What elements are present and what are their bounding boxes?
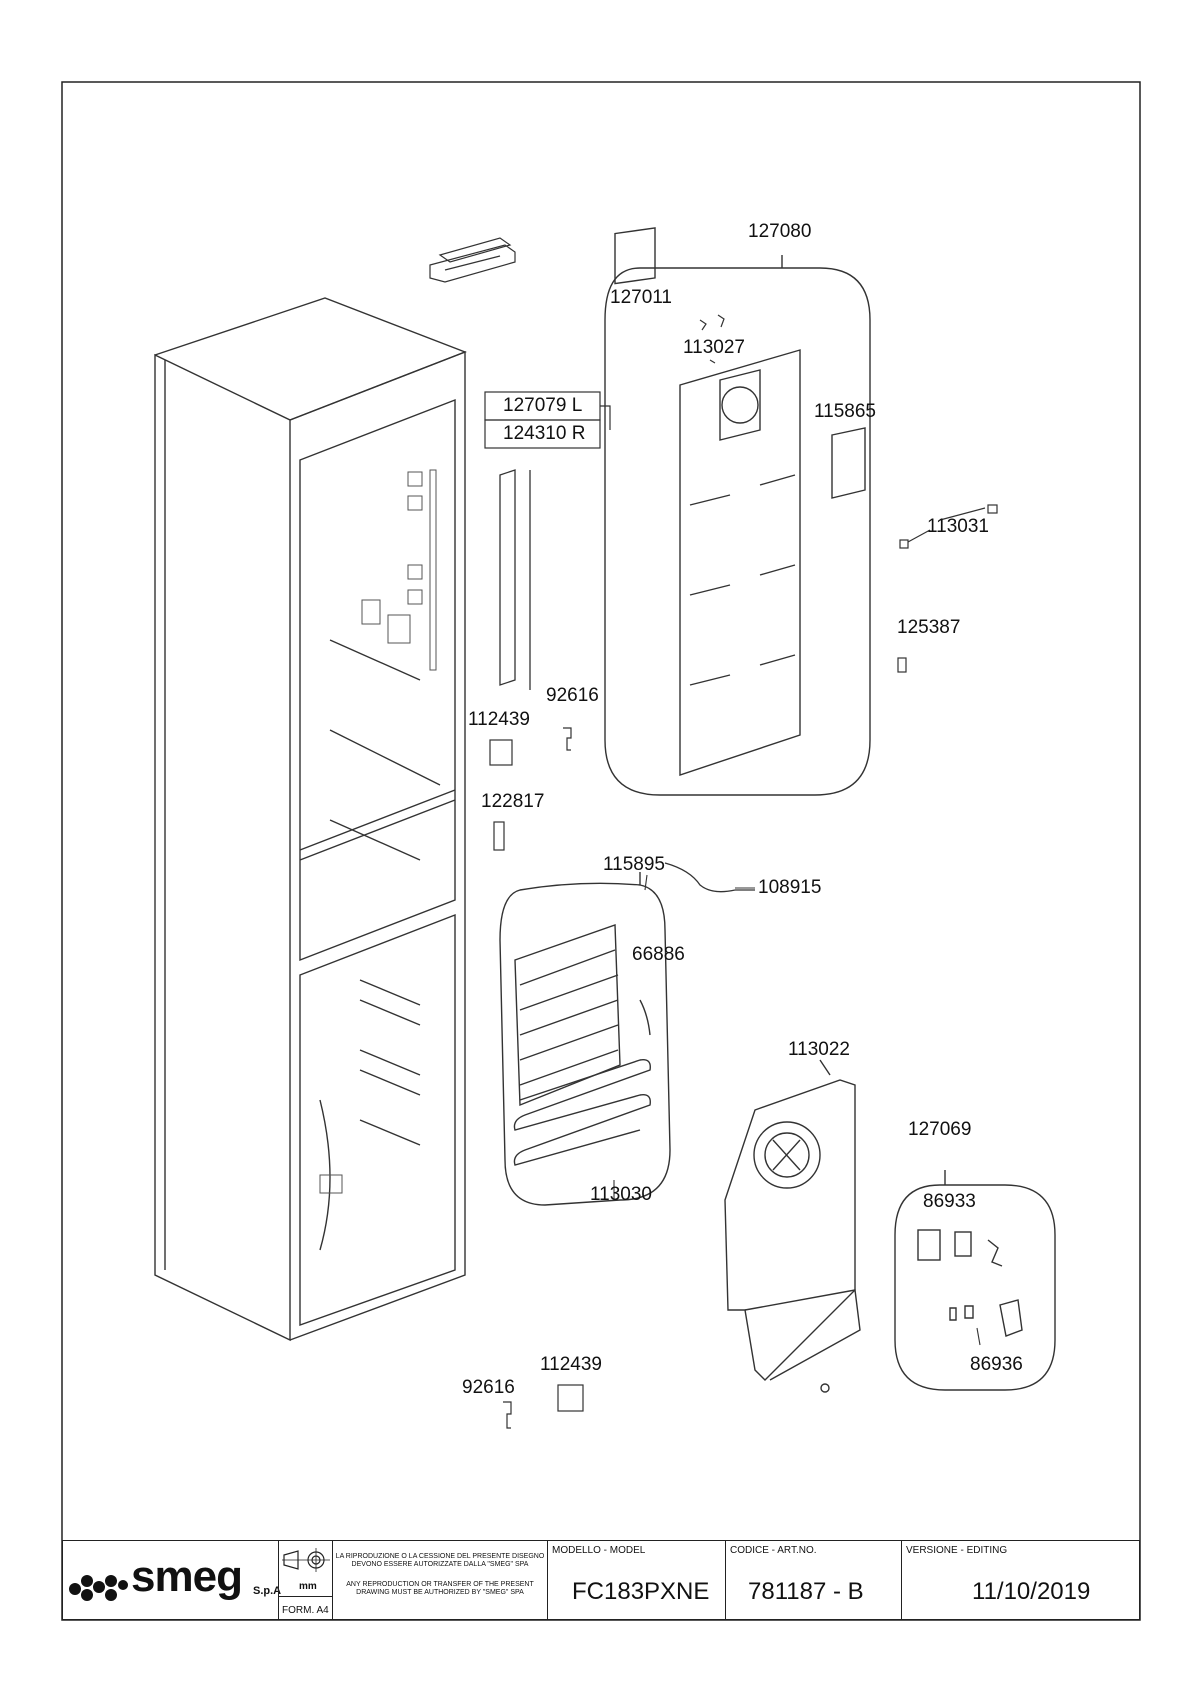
model-cell: MODELLO - MODEL FC183PXNE bbox=[547, 1541, 725, 1619]
drawing-border bbox=[61, 81, 1141, 1621]
model-label: MODELLO - MODEL bbox=[552, 1545, 646, 1556]
part-label: 127011 bbox=[610, 287, 672, 308]
part-id: 124310 bbox=[503, 423, 567, 444]
fan-cover-drawing bbox=[724, 1059, 861, 1393]
part-side: L bbox=[571, 395, 583, 416]
version-cell: VERSIONE - EDITING 11/10/2019 bbox=[901, 1541, 1139, 1619]
small-clips bbox=[489, 314, 998, 1429]
brand-name: smeg bbox=[131, 1552, 243, 1601]
title-block: smeg S.p.A mm FORM. A4 LA RIPRODUZIONE O… bbox=[62, 1540, 1140, 1620]
notice-cell: LA RIPRODUZIONE O LA CESSIONE DEL PRESEN… bbox=[332, 1541, 547, 1619]
notice-italian: LA RIPRODUZIONE O LA CESSIONE DEL PRESEN… bbox=[335, 1553, 545, 1568]
part-id: 127079 bbox=[503, 395, 567, 416]
part-label: 127080 bbox=[748, 221, 812, 242]
part-label: 108915 bbox=[758, 877, 822, 898]
part-label: 124310 R bbox=[503, 424, 585, 444]
rear-panel-group bbox=[604, 227, 871, 796]
format-label: FORM. A4 bbox=[282, 1605, 329, 1616]
part-label: 125387 bbox=[897, 617, 961, 638]
unit-label: mm bbox=[299, 1581, 317, 1592]
projection-symbol-icon bbox=[282, 1548, 330, 1572]
brand-logo: smeg S.p.A bbox=[63, 1541, 282, 1619]
part-side: R bbox=[571, 423, 586, 444]
part-label: 113022 bbox=[788, 1039, 850, 1060]
part-label: 127069 bbox=[908, 1119, 972, 1140]
sensor-wire bbox=[664, 862, 755, 893]
cabinet-interior-details bbox=[319, 469, 437, 1194]
part-label: 115865 bbox=[814, 401, 876, 422]
control-group bbox=[894, 1170, 1056, 1391]
brand-suffix: S.p.A bbox=[253, 1585, 282, 1597]
code-cell: CODICE - ART.NO. 781187 - B bbox=[725, 1541, 901, 1619]
cabinet-drawing bbox=[154, 297, 467, 1342]
part-label: 113027 bbox=[683, 337, 745, 358]
part-label: 86936 bbox=[970, 1354, 1023, 1375]
format-row: FORM. A4 bbox=[279, 1596, 332, 1621]
part-label: 66886 bbox=[632, 944, 685, 965]
brand-dots-icon bbox=[69, 1575, 128, 1601]
notice-english: ANY REPRODUCTION OR TRANSFER OF THE PRES… bbox=[346, 1581, 534, 1596]
part-label: 86933 bbox=[923, 1191, 976, 1212]
code-value: 781187 - B bbox=[748, 1578, 864, 1605]
door-gasket-drawing bbox=[499, 469, 531, 690]
side-label-box bbox=[484, 391, 611, 449]
part-label: 112439 bbox=[468, 709, 530, 730]
model-value: FC183PXNE bbox=[572, 1578, 710, 1605]
version-label: VERSIONE - EDITING bbox=[906, 1545, 1008, 1556]
part-label: 127079 L bbox=[503, 396, 582, 416]
projection-cell: mm FORM. A4 bbox=[278, 1541, 332, 1619]
top-hinge-drawing bbox=[429, 237, 516, 283]
code-label: CODICE - ART.NO. bbox=[730, 1545, 817, 1556]
part-label: 112439 bbox=[540, 1354, 602, 1375]
evaporator-group bbox=[499, 872, 671, 1206]
version-value: 11/10/2019 bbox=[972, 1578, 1091, 1605]
part-label: 113031 bbox=[927, 516, 989, 537]
part-label: 92616 bbox=[462, 1377, 515, 1398]
part-label: 92616 bbox=[546, 685, 599, 706]
part-label: 115895 bbox=[603, 854, 665, 875]
leader-lines bbox=[613, 874, 981, 1346]
part-label: 113030 bbox=[590, 1184, 652, 1205]
part-label: 122817 bbox=[481, 791, 545, 812]
